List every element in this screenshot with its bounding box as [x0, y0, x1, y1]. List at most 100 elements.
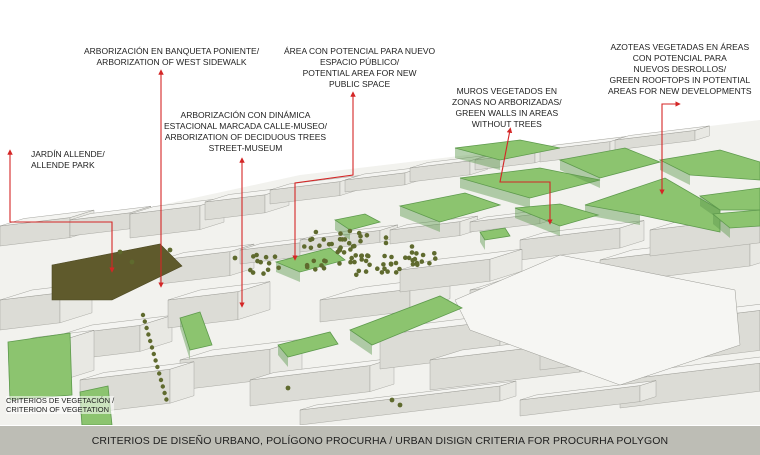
tree — [419, 259, 425, 264]
green-roof — [711, 209, 760, 229]
city-model — [0, 69, 760, 425]
tree — [117, 249, 123, 255]
tree — [142, 319, 147, 324]
tree — [317, 243, 322, 248]
green-roof — [698, 187, 760, 211]
tree — [308, 245, 314, 251]
green-wall — [8, 342, 10, 410]
green-wall — [278, 345, 288, 367]
tree — [410, 262, 416, 267]
tree — [265, 267, 271, 273]
green-roof — [398, 192, 502, 223]
tree — [403, 255, 408, 260]
tree — [326, 242, 332, 247]
building-block — [519, 220, 645, 261]
leader-line — [292, 91, 356, 261]
tree — [393, 260, 399, 266]
tree — [365, 253, 370, 258]
green-wall — [180, 318, 190, 360]
tree — [232, 255, 238, 261]
tree — [397, 402, 403, 408]
tree — [347, 228, 353, 234]
caption: CRITERIOS DE DISEÑO URBANO, POLÍGONO PRO… — [91, 434, 669, 447]
green-roof — [584, 177, 721, 233]
warehouse-roof — [454, 254, 741, 386]
green-wall — [480, 232, 485, 250]
tree — [158, 377, 164, 383]
tree — [266, 261, 272, 266]
tree — [415, 262, 420, 268]
tree — [304, 264, 310, 270]
urban-design-diagram: ARBORIZACIÓN EN BANQUETA PONIENTE/ARBORI… — [0, 42, 760, 425]
tree — [406, 255, 412, 261]
tree — [388, 262, 394, 267]
tree — [348, 247, 353, 252]
tree — [322, 258, 327, 264]
tree — [321, 266, 327, 271]
tree — [375, 266, 380, 272]
tree — [363, 269, 369, 274]
green-roof — [7, 332, 73, 401]
tree — [412, 256, 418, 262]
tree — [302, 244, 307, 249]
green-wall — [585, 205, 640, 225]
tree — [356, 268, 362, 274]
caption-bar: CRITERIOS DE DISEÑO URBANO, POLÍGONO PRO… — [0, 426, 760, 455]
tree — [414, 251, 419, 256]
tree — [146, 332, 151, 337]
leader-line — [659, 101, 681, 195]
tree — [155, 364, 160, 370]
green-wall — [276, 262, 300, 282]
tree — [309, 236, 315, 242]
tree — [352, 243, 357, 249]
tree — [346, 240, 352, 246]
tree — [251, 254, 256, 259]
tree — [358, 234, 363, 239]
tree — [311, 258, 317, 264]
tree — [389, 397, 395, 403]
tree — [397, 266, 402, 272]
tree — [313, 267, 318, 272]
leader-lines — [7, 69, 681, 308]
tree — [427, 261, 432, 266]
building-block — [399, 248, 523, 293]
tree — [261, 271, 266, 276]
green-roof — [479, 227, 511, 241]
building-block — [519, 380, 657, 417]
tree — [148, 338, 153, 344]
tree — [354, 272, 359, 278]
tree — [153, 358, 158, 363]
tree — [385, 269, 390, 274]
tree — [129, 259, 135, 265]
green-roof — [349, 295, 463, 346]
tree — [393, 270, 399, 275]
tree — [340, 237, 345, 242]
tree — [149, 345, 155, 350]
tree — [382, 253, 387, 259]
tree — [144, 325, 149, 331]
building-block — [129, 197, 225, 239]
tree — [140, 312, 146, 318]
tree — [341, 250, 347, 255]
tree — [382, 266, 387, 272]
building-block — [167, 281, 271, 329]
green-wall — [455, 148, 500, 170]
tree — [250, 270, 256, 275]
legend-label: CRITERIOS DE VEGETACIÓN /CRITERION OF VE… — [6, 396, 115, 414]
tree — [389, 254, 394, 260]
tree — [359, 257, 365, 262]
tree — [352, 259, 357, 265]
green-wall — [560, 160, 600, 188]
tree — [383, 235, 389, 240]
tree — [358, 238, 363, 244]
tree — [432, 251, 437, 256]
tree — [349, 255, 355, 261]
tree — [383, 240, 389, 246]
green-roof — [179, 311, 213, 351]
tree — [338, 231, 343, 236]
tree — [313, 229, 319, 235]
green-wall — [400, 206, 440, 232]
